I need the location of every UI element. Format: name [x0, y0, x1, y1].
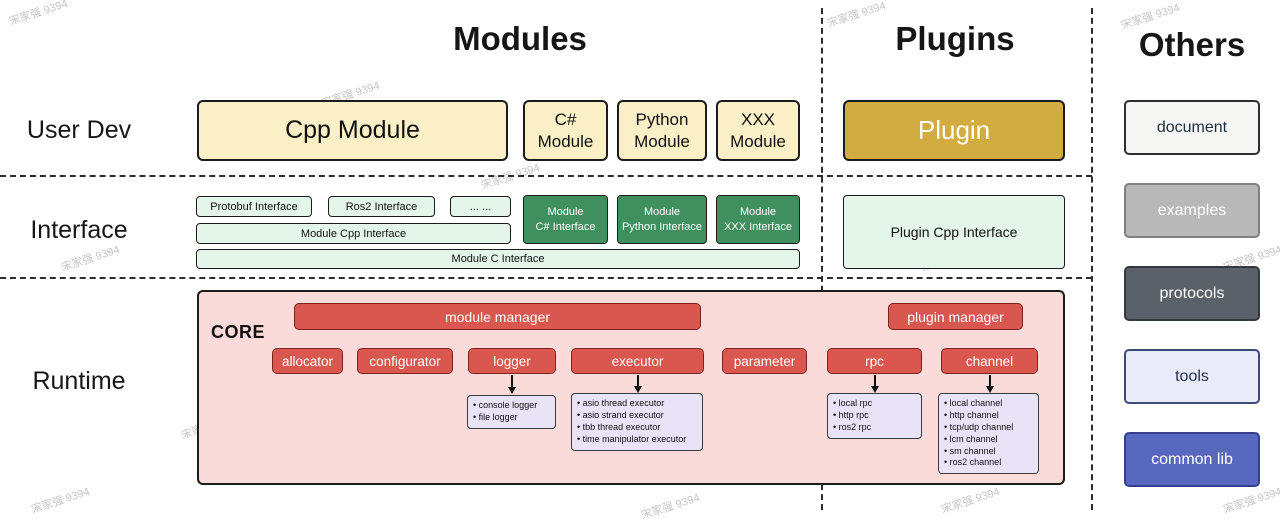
rpc-arrow-icon: [870, 375, 879, 393]
list-item: time manipulator executor: [577, 434, 697, 446]
row-label-interface: Interface: [30, 216, 128, 244]
plugin-manager-box: plugin manager: [888, 303, 1023, 330]
core-label: CORE: [211, 322, 266, 342]
list-item: lcm channel: [944, 434, 1033, 446]
list-item: local channel: [944, 398, 1033, 410]
list-item: ros2 rpc: [833, 422, 916, 434]
row-label-runtime: Runtime: [32, 367, 126, 395]
module-manager-box: module manager: [294, 303, 701, 330]
list-item: local rpc: [833, 398, 916, 410]
watermark: 宋家强 9394: [1221, 485, 1280, 517]
python-module-box: Python Module: [617, 100, 707, 161]
label-line: XXX Interface: [724, 220, 792, 233]
parameter-box: parameter: [722, 348, 807, 374]
watermark: 宋家强 9394: [639, 491, 702, 519]
rpc-detail-list: local rpc http rpc ros2 rpc: [827, 393, 922, 439]
module-python-interface-box: Module Python Interface: [617, 195, 707, 244]
watermark: 宋家强 9394: [939, 485, 1002, 517]
plugin-cpp-interface-box: Plugin Cpp Interface: [843, 195, 1065, 269]
list-item: ros2 channel: [944, 457, 1033, 469]
others-header: Others: [1138, 26, 1246, 63]
logger-detail-list: console logger file logger: [467, 395, 556, 429]
plugin-box: Plugin: [843, 100, 1065, 161]
list-item: sm channel: [944, 446, 1033, 458]
common-lib-box: common lib: [1124, 432, 1260, 487]
label-line: Module: [739, 206, 777, 219]
label-line: C# Interface: [535, 220, 596, 233]
modules-header: Modules: [453, 20, 587, 57]
divider-plugins-others: [1091, 8, 1093, 510]
tools-box: tools: [1124, 349, 1260, 404]
list-item: http rpc: [833, 410, 916, 422]
xxx-module-box: XXX Module: [716, 100, 800, 161]
list-item: asio strand executor: [577, 410, 697, 422]
module-xxx-interface-label: Module XXX Interface: [724, 205, 792, 234]
protobuf-interface-box: Protobuf Interface: [196, 196, 312, 217]
csharp-module-box: C# Module: [523, 100, 608, 161]
module-csharp-interface-label: Module C# Interface: [536, 205, 596, 234]
cpp-module-box: Cpp Module: [197, 100, 508, 161]
divider-modules-plugins: [821, 8, 823, 510]
executor-arrow-icon: [633, 375, 642, 393]
ros2-interface-box: Ros2 Interface: [328, 196, 435, 217]
divider-userdev-interface: [0, 175, 1092, 177]
list-item: console logger: [473, 400, 550, 412]
channel-detail-list: local channel http channel tcp/udp chann…: [938, 393, 1039, 475]
label-line: Module: [643, 206, 681, 219]
list-item: file logger: [473, 412, 550, 424]
watermark: 宋家强 9394: [59, 243, 122, 275]
label-line: Python Interface: [621, 220, 703, 233]
module-c-interface-box: Module C Interface: [196, 249, 800, 269]
executor-detail-list: asio thread executor asio strand executo…: [571, 393, 703, 451]
protocols-box: protocols: [1124, 266, 1260, 321]
divider-interface-runtime: [0, 277, 1092, 279]
list-item: tbb thread executor: [577, 422, 697, 434]
watermark: 宋家强 9394: [7, 0, 70, 29]
watermark: 宋家强 9394: [29, 485, 92, 517]
channel-arrow-icon: [985, 375, 994, 393]
rpc-box: rpc: [827, 348, 922, 374]
document-box: document: [1124, 100, 1260, 155]
module-csharp-interface-box: Module C# Interface: [523, 195, 608, 244]
ellipsis-interface-box: ... ...: [450, 196, 511, 217]
row-label-user-dev: User Dev: [26, 116, 132, 144]
logger-box: logger: [468, 348, 556, 374]
module-cpp-interface-box: Module Cpp Interface: [196, 223, 511, 244]
allocator-box: allocator: [272, 348, 343, 374]
channel-box: channel: [941, 348, 1038, 374]
plugins-header: Plugins: [895, 20, 1015, 57]
module-python-interface-label: Module Python Interface: [622, 205, 702, 234]
label-line: Module: [547, 206, 584, 219]
list-item: asio thread executor: [577, 398, 697, 410]
list-item: tcp/udp channel: [944, 422, 1033, 434]
executor-box: executor: [571, 348, 704, 374]
logger-arrow-icon: [507, 375, 516, 394]
list-item: http channel: [944, 410, 1033, 422]
module-xxx-interface-box: Module XXX Interface: [716, 195, 800, 244]
examples-box: examples: [1124, 183, 1260, 238]
configurator-box: configurator: [357, 348, 453, 374]
